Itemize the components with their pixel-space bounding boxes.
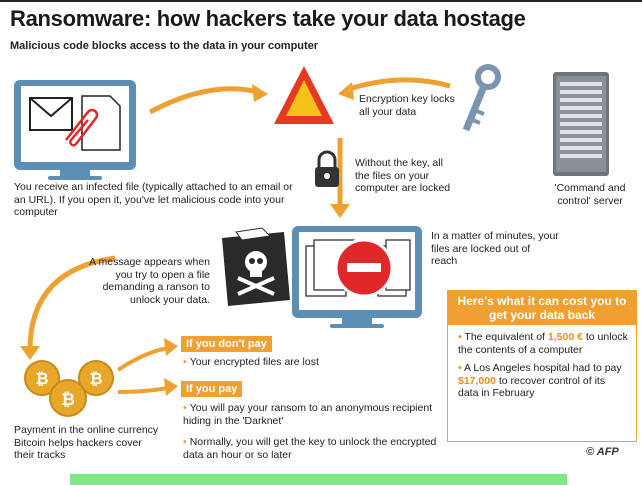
bullet-icon: •: [458, 331, 462, 343]
bullet-icon: •: [458, 362, 462, 374]
step-server-text: 'Command and control' server: [554, 182, 626, 207]
bitcoin-coins-icon: ₿ ₿ ₿: [24, 360, 114, 417]
step-encryption-key-text: Encryption key locks all your data: [359, 93, 455, 118]
step-payment-text: Payment in the online currency Bitcoin h…: [14, 424, 159, 461]
step-infected-file-text: You receive an infected file (typically …: [14, 181, 293, 218]
cost-item: • The equivalent of 1,500 € to unlock th…: [458, 331, 628, 356]
cost-box-heading: Here's what it can cost you to get your …: [448, 291, 636, 325]
stop-sign-icon: [334, 238, 394, 298]
key-icon: [462, 64, 501, 132]
step-without-key-text: Without the key, all the files on your c…: [355, 157, 451, 194]
pay-item: •Normally, you will get the key to unloc…: [183, 436, 437, 461]
top-rule: [0, 0, 642, 2]
skull-message-icon: [222, 227, 290, 306]
padlock-icon: [315, 150, 339, 187]
bitcoin-glyph: ₿: [35, 369, 48, 388]
bitcoin-glyph: ₿: [89, 369, 102, 388]
step-minutes-text: In a matter of minutes, your files are l…: [431, 230, 559, 267]
afp-credit: © AFP: [586, 446, 619, 458]
bullet-icon: •: [183, 402, 187, 414]
step-message-text: A message appears when you try to open a…: [89, 256, 210, 306]
cost-box: Here's what it can cost you to get your …: [447, 290, 637, 442]
server-icon: [553, 72, 609, 176]
page-title: Ransomware: how hackers take your data h…: [10, 6, 526, 31]
dont-pay-item: •Your encrypted files are lost: [183, 356, 319, 368]
bullet-icon: •: [183, 436, 187, 448]
pay-item: •You will pay your ransom to an anonymou…: [183, 402, 433, 427]
warning-triangle-icon: [274, 66, 334, 124]
progress-bar: [70, 474, 567, 485]
cost-item: • A Los Angeles hospital had to pay $17,…: [458, 362, 622, 399]
bullet-icon: •: [183, 356, 187, 368]
bitcoin-glyph: ₿: [61, 390, 75, 410]
page-subtitle: Malicious code blocks access to the data…: [10, 40, 319, 52]
pay-tag: If you pay: [181, 381, 243, 397]
dont-pay-tag: If you don't pay: [181, 336, 272, 352]
monitor-email-icon: [14, 80, 136, 180]
